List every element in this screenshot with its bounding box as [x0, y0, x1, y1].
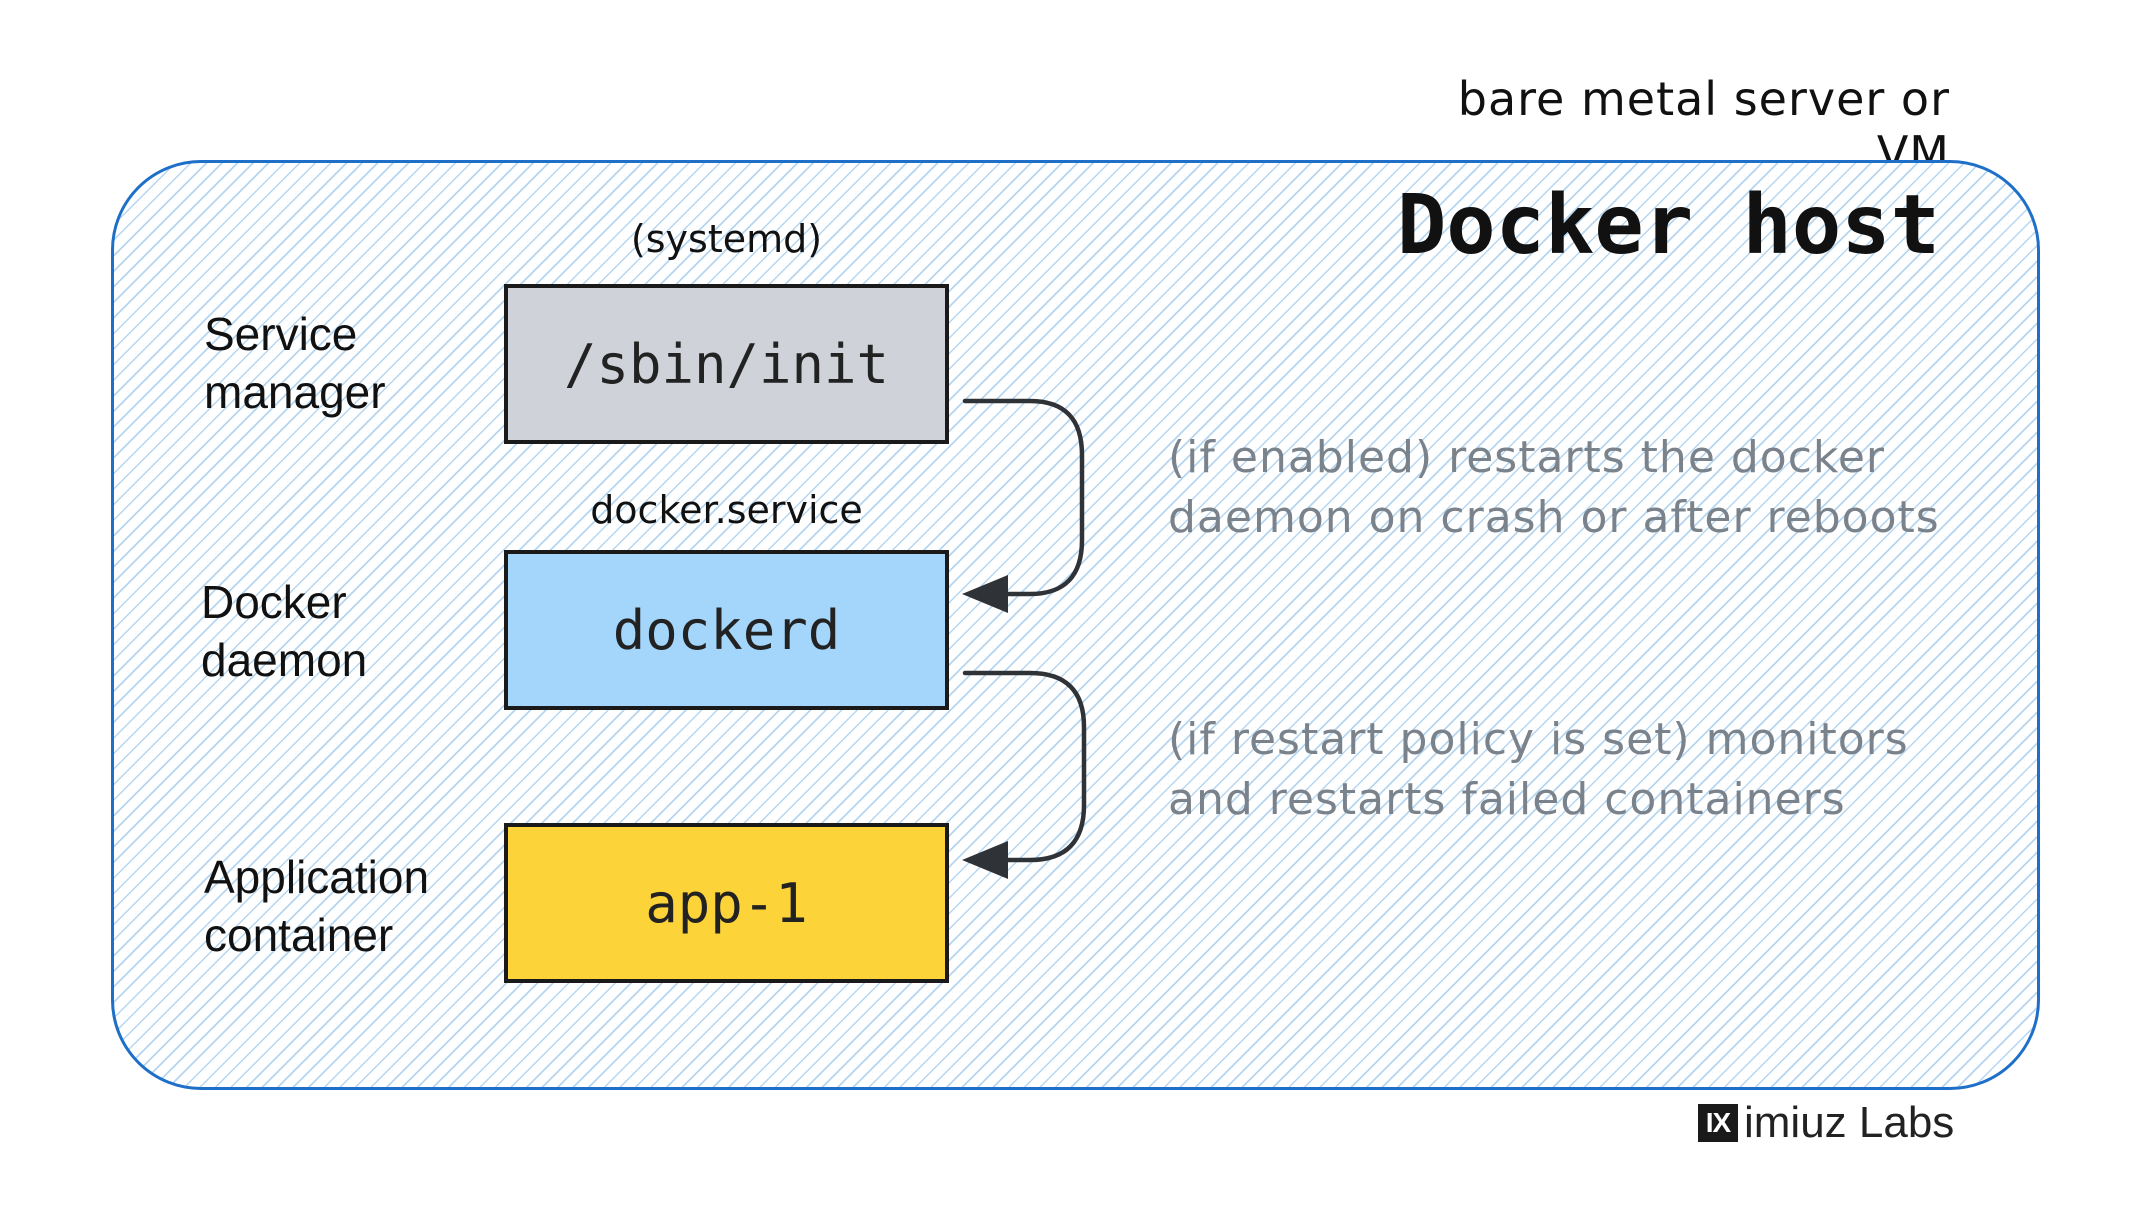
brand-name: imiuz Labs [1744, 1098, 1955, 1147]
role-label-docker-daemon: Docker daemon [201, 573, 367, 689]
arrow-dockerd-to-app [962, 670, 1087, 863]
docker-service-label: docker.service [590, 488, 863, 532]
role-label-line: daemon [201, 634, 368, 686]
role-label-line: manager [204, 366, 386, 418]
process-box-sbin-init: /sbin/init [504, 284, 949, 444]
process-name: /sbin/init [563, 332, 890, 396]
note-line: and restarts failed containers [1168, 774, 1846, 825]
brand-logo-icon: IX [1698, 1104, 1738, 1142]
note-line: (if enabled) restarts the docker [1168, 432, 1885, 483]
process-name: app-1 [645, 871, 808, 935]
docker-host-title: Docker host [1396, 178, 1940, 273]
role-label-line: container [204, 909, 394, 961]
role-label-line: Docker [201, 576, 347, 628]
role-label-application-container: Application container [204, 848, 429, 964]
note-line: (if restart policy is set) monitors [1168, 714, 1909, 765]
arrowhead-icon [962, 575, 1008, 613]
note-restart-policy: (if restart policy is set) monitors and … [1168, 710, 1909, 830]
role-label-service-manager: Service manager [204, 305, 386, 421]
docker-host-box [111, 160, 2040, 1090]
environment-label: bare metal server or VM [1457, 72, 1950, 180]
arrow-init-to-dockerd [962, 398, 1085, 597]
process-name: dockerd [612, 598, 841, 662]
systemd-label: (systemd) [630, 217, 823, 261]
brand: IX imiuz Labs [1698, 1098, 1954, 1148]
role-label-line: Application [204, 851, 430, 903]
arrowhead-icon [962, 841, 1008, 879]
role-label-line: Service [204, 308, 358, 360]
process-box-dockerd: dockerd [504, 550, 949, 710]
note-systemd-restart: (if enabled) restarts the docker daemon … [1168, 428, 1940, 548]
process-box-app-1: app-1 [504, 823, 949, 983]
note-line: daemon on crash or after reboots [1168, 492, 1940, 543]
